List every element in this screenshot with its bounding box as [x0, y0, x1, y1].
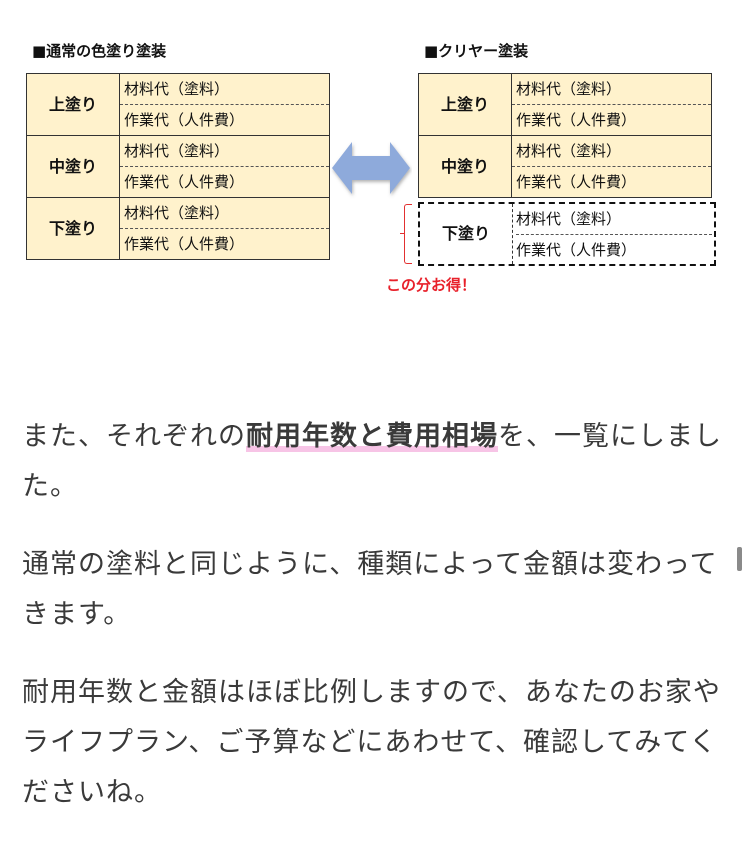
text-span: を、一覧にしました。 [22, 421, 722, 502]
savings-note: この分お得！ [386, 276, 477, 294]
coat-label-bottom: 下塗り [420, 204, 513, 264]
table-row: 中塗り 材料代（塗料） [418, 135, 712, 198]
normal-coating-table: 上塗り 材料代（塗料） 作業代（人件費） 中塗り 材料代（塗料） 作業代（人件費… [26, 73, 330, 260]
text-span: また、それぞれの [22, 421, 246, 452]
labor-cost-cell: 作業代（人件費） [516, 241, 637, 259]
labor-cost-cell: 作業代（人件費） [511, 166, 712, 198]
paragraph-intro: また、それぞれの耐用年数と費用相場を、一覧にしました。 [22, 412, 722, 512]
scrollbar-thumb[interactable] [737, 547, 742, 571]
material-cost-cell: 材料代（塗料） [516, 204, 712, 235]
paragraph-price-variation: 通常の塗料と同じように、種類によって金額は変わってきます。 [22, 549, 718, 630]
highlighted-text: 耐用年数と費用相場 [246, 421, 498, 452]
clear-coating-title: ■クリヤー塗装 [424, 42, 529, 60]
table-row: 下塗り 材料代（塗料） [26, 197, 330, 260]
table-row: 上塗り 材料代（塗料） [418, 73, 712, 136]
material-cost-cell: 材料代（塗料） [119, 135, 330, 167]
coat-label-bottom: 下塗り [26, 197, 120, 260]
table-row: 作業代（人件費） [419, 166, 712, 198]
coat-label-middle: 中塗り [26, 135, 120, 198]
savings-bracket [400, 204, 412, 264]
coat-label-top: 上塗り [26, 73, 120, 136]
table-row: 作業代（人件費） [27, 104, 330, 136]
coat-label-top: 上塗り [418, 73, 512, 136]
normal-coating-title: ■通常の色塗り塗装 [32, 42, 167, 60]
material-cost-cell: 材料代（塗料） [119, 73, 330, 105]
paragraph-advice: 耐用年数と金額はほぼ比例しますので、あなたのお家やライフプラン、ご予算などにあわ… [22, 677, 721, 808]
table-row: 作業代（人件費） [27, 228, 330, 260]
table-row: 上塗り 材料代（塗料） [26, 73, 330, 136]
material-cost-cell: 材料代（塗料） [511, 135, 712, 167]
table-row: 作業代（人件費） [419, 104, 712, 136]
material-cost-cell: 材料代（塗料） [511, 73, 712, 105]
table-row: 中塗り 材料代（塗料） [26, 135, 330, 198]
coat-label-middle: 中塗り [418, 135, 512, 198]
labor-cost-cell: 作業代（人件費） [119, 104, 330, 136]
omitted-undercoat-box: 下塗り 材料代（塗料） 作業代（人件費） [418, 202, 716, 266]
table-row: 作業代（人件費） [27, 166, 330, 198]
clear-coating-table: 上塗り 材料代（塗料） 作業代（人件費） 中塗り 材料代（塗料） 作業代（人件費… [418, 73, 712, 198]
labor-cost-cell: 作業代（人件費） [511, 104, 712, 136]
double-arrow-icon [332, 142, 410, 194]
labor-cost-cell: 作業代（人件費） [119, 228, 330, 260]
article-body: また、それぞれの耐用年数と費用相場を、一覧にしました。 通常の塗料と同じように、… [22, 412, 722, 846]
labor-cost-cell: 作業代（人件費） [119, 166, 330, 198]
material-cost-cell: 材料代（塗料） [119, 197, 330, 229]
coating-comparison-diagram: ■通常の色塗り塗装 ■クリヤー塗装 上塗り 材料代（塗料） 作業代（人件費） 中… [0, 0, 746, 310]
